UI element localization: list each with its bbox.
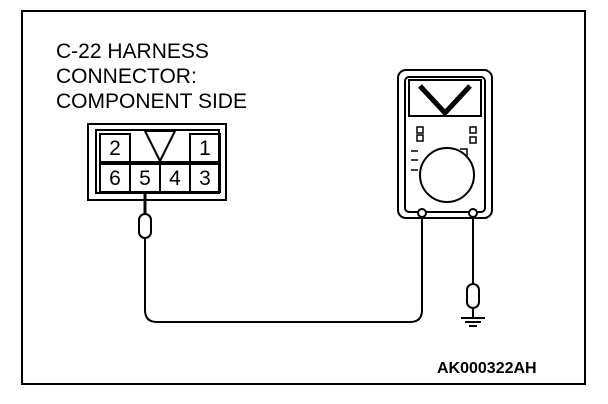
pin-cell-3 [189, 163, 221, 193]
voltmeter-v-glyph [418, 84, 472, 117]
figure-code: AK000322AH [437, 360, 537, 377]
ground-icon [461, 317, 485, 327]
harness-connector [87, 123, 227, 201]
pin-label-1: 1 [199, 137, 211, 160]
jack-com [417, 208, 427, 218]
voltmeter-inner [404, 76, 486, 213]
caption-line-2: CONNECTOR: [56, 65, 197, 88]
pin-label-5: 5 [139, 167, 151, 190]
ground-lead [466, 218, 480, 318]
figure-frame [21, 10, 586, 385]
jack-v [468, 208, 478, 218]
pin-cell-1 [189, 133, 221, 163]
pin-label-6: 6 [109, 167, 121, 190]
pin-cell-2 [99, 133, 131, 163]
caption-line-3: COMPONENT SIDE [56, 90, 247, 113]
range-dial [419, 147, 475, 203]
connector-probe [138, 192, 152, 246]
pin-label-2: 2 [109, 137, 121, 160]
voltmeter [397, 69, 493, 219]
connector-key-triangle [143, 130, 177, 164]
caption-line-1: C-22 HARNESS [56, 40, 209, 63]
test-lead-wire [144, 218, 423, 323]
pin-label-3: 3 [199, 167, 211, 190]
pin-label-4: 4 [169, 167, 181, 190]
